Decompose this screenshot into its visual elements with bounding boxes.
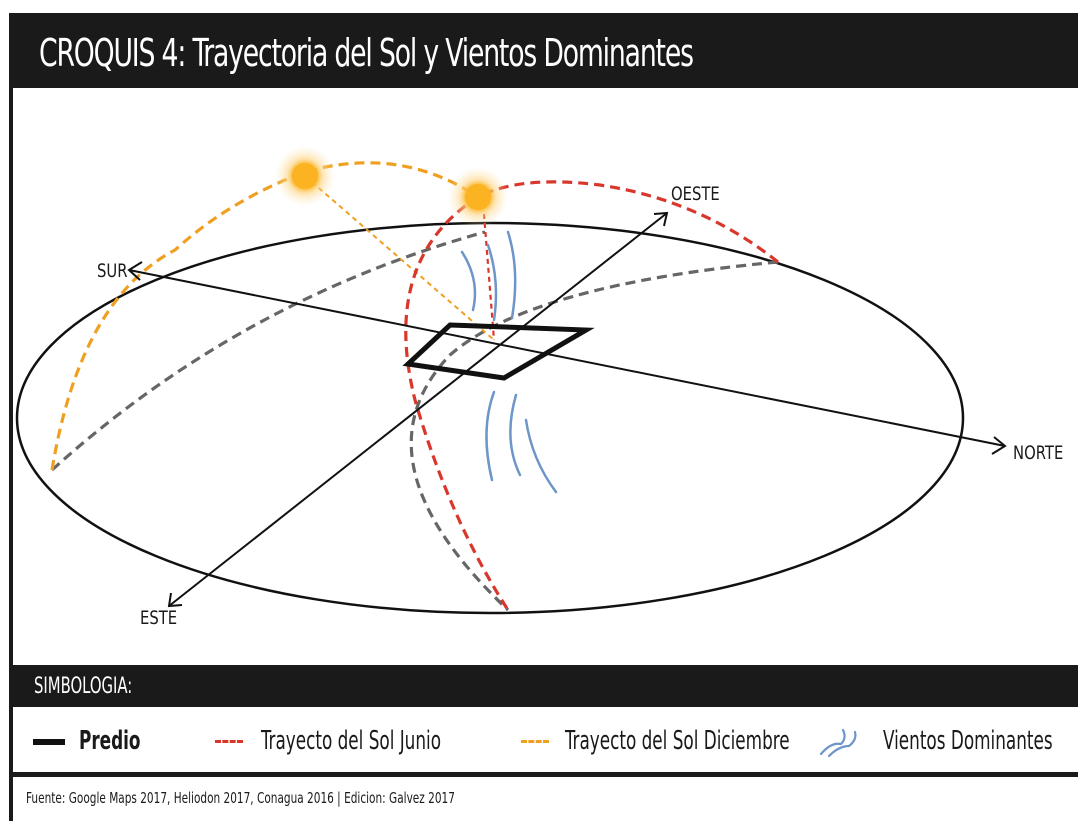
axes xyxy=(127,211,1007,608)
arrow-este xyxy=(167,592,183,608)
legend-item-vientos: Vientos Dominantes xyxy=(817,724,1072,758)
dashed-line-icon xyxy=(215,740,243,743)
legend-item-junio: Trayecto del Sol Junio xyxy=(215,724,495,758)
legend-label-junio: Trayecto del Sol Junio xyxy=(261,726,442,756)
dashed-line-icon xyxy=(521,740,549,743)
arrow-oeste xyxy=(653,211,669,227)
axis-sur-norte xyxy=(128,269,1006,447)
page-title: CROQUIS 4: Trayectoria del Sol y Vientos… xyxy=(39,31,694,75)
legend-header-bar: SIMBOLOGIA: xyxy=(9,665,1078,707)
solid-line-icon xyxy=(33,739,65,745)
label-oeste: OESTE xyxy=(671,183,720,205)
arrow-sur xyxy=(127,261,143,281)
legend-label-vientos: Vientos Dominantes xyxy=(883,726,1053,756)
axis-este-oeste xyxy=(168,212,668,607)
december-sun-path xyxy=(50,161,479,471)
label-sur: SUR xyxy=(97,260,128,282)
arrow-norte xyxy=(991,436,1007,455)
title-bar: CROQUIS 4: Trayectoria del Sol y Vientos… xyxy=(9,13,1078,88)
december-sun-icon xyxy=(292,163,318,189)
footer-separator xyxy=(9,772,1078,777)
legend-label-diciembre: Trayecto del Sol Diciembre xyxy=(565,726,790,756)
legend-item-diciembre: Trayecto del Sol Diciembre xyxy=(521,724,811,758)
december-sun-ray xyxy=(304,175,495,341)
label-este: ESTE xyxy=(140,607,177,629)
legend-label-predio: Predio xyxy=(79,726,141,756)
projection-arc-west xyxy=(50,230,486,472)
label-norte: NORTE xyxy=(1013,442,1063,464)
june-sun-ray xyxy=(482,213,496,341)
legend-item-predio: Predio xyxy=(33,724,193,758)
predio-square xyxy=(402,322,595,381)
projection-arc-east xyxy=(409,260,779,612)
wind-lines xyxy=(460,230,558,494)
june-sun-path xyxy=(404,180,779,611)
source-footer: Fuente: Google Maps 2017, Heliodon 2017,… xyxy=(26,789,455,807)
legend: Predio Trayecto del Sol Junio Trayecto d… xyxy=(9,710,1078,772)
june-sun-icon xyxy=(465,184,491,210)
legend-heading: SIMBOLOGIA: xyxy=(34,674,133,699)
wind-icon xyxy=(819,728,857,758)
